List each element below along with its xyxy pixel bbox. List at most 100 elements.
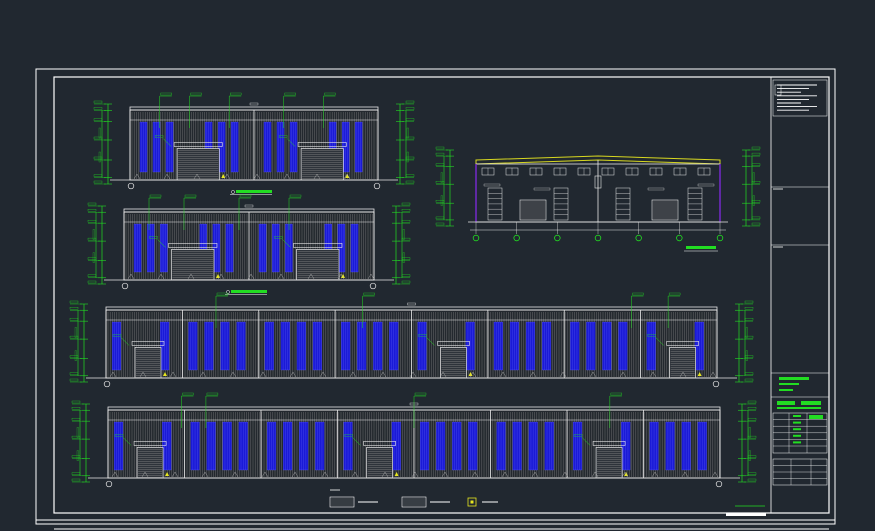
window-group: [419, 421, 478, 471]
window-group: [133, 223, 234, 273]
dimension-value-mark: [69, 307, 79, 310]
dimension-value-mark: [744, 335, 754, 339]
elevation-title-bar: [231, 290, 267, 293]
dimension-chain-a-left: [93, 100, 112, 185]
tb-stamp-block: [777, 401, 795, 405]
dimension-value-mark: [747, 400, 757, 404]
dimension-value-mark: [87, 209, 97, 212]
dimension-value-mark: [71, 417, 81, 421]
dimension-value-mark: [744, 378, 754, 382]
door-label-mark: [114, 434, 124, 437]
axis-bubble: [635, 234, 642, 242]
window-group: [649, 421, 707, 471]
annotation-mark: [160, 92, 172, 96]
section-label-mark: [483, 183, 501, 187]
door-canopy: [293, 243, 343, 248]
dimension-value-mark: [87, 257, 97, 260]
door-canopy: [297, 142, 347, 147]
annotation-mark: [216, 292, 229, 296]
axis-bubble: [676, 234, 683, 242]
dimension-text-mark: [92, 229, 95, 240]
window-group: [266, 421, 325, 471]
marker-icon: [394, 472, 399, 476]
dimension-value-mark: [69, 335, 79, 339]
annotation-mark: [610, 392, 623, 396]
dimension-value-mark: [93, 180, 103, 184]
base-zigzag: [127, 273, 135, 280]
annotation-mark: [284, 92, 296, 96]
section-label-mark: [533, 187, 551, 191]
base-zigzag: [171, 471, 179, 478]
center-bracket: [594, 175, 602, 189]
dimension-text-mark: [745, 350, 748, 361]
signature-grid: [772, 412, 828, 454]
dimension-value-mark: [401, 280, 411, 284]
axis-bubble-left: [121, 282, 129, 290]
dimension-value-mark: [751, 222, 761, 226]
dimension-value-mark: [71, 400, 81, 404]
dimension-text-mark: [406, 151, 409, 163]
dimension-value-mark: [405, 118, 415, 121]
door-leader: [352, 437, 361, 446]
roller-door: [149, 236, 220, 281]
base-detail: [109, 371, 717, 378]
dimension-value-mark: [69, 372, 79, 375]
door-label-mark: [573, 434, 583, 437]
annotation-mark: [324, 92, 336, 96]
base-zigzag: [529, 371, 537, 378]
dimension-value-mark: [71, 478, 81, 482]
marker-icon: [341, 274, 345, 278]
dimension-value-mark: [93, 118, 103, 121]
dimension-value-mark: [93, 174, 103, 177]
door-leader: [286, 138, 296, 147]
axis-bubble: [594, 234, 602, 242]
base-zigzag: [591, 471, 599, 478]
signature-mark: [809, 415, 823, 419]
base-zigzag: [141, 471, 149, 478]
base-zigzag: [439, 371, 447, 378]
dimension-value-mark: [93, 100, 103, 104]
dimension-chain-b-right: [392, 202, 411, 285]
dimension-value-mark: [747, 478, 757, 482]
section-label-mark: [647, 187, 665, 191]
dimension-text-mark: [745, 327, 748, 338]
base-zigzag: [343, 173, 351, 180]
dimension-value-mark: [401, 209, 411, 212]
door-frame: [134, 347, 162, 379]
legend: [329, 489, 766, 516]
ridge-mark: [407, 302, 416, 306]
door-frame: [300, 148, 344, 181]
door-leader: [655, 337, 664, 346]
elevation-title-bubble: [231, 190, 235, 194]
base-zigzag: [709, 371, 717, 378]
ridge-mark: [409, 402, 419, 406]
section-view: [435, 146, 761, 252]
base-zigzag: [289, 371, 297, 378]
signature-mark: [793, 434, 801, 437]
base-zigzag: [187, 273, 195, 280]
dimension-value-mark: [69, 317, 79, 321]
dimension-chain-c-left: [69, 300, 88, 383]
dimension-value-mark: [87, 202, 97, 206]
tb-stamp-bar: [779, 377, 809, 380]
dimension-value-mark: [69, 300, 79, 304]
base-zigzag: [231, 471, 239, 478]
annotation-mark: [289, 194, 302, 198]
base-zigzag: [469, 371, 477, 378]
marker-icon: [221, 174, 226, 178]
marker-icon: [345, 174, 350, 178]
base-zigzag: [367, 273, 375, 280]
dimension-value-mark: [747, 435, 757, 439]
annotation-mark: [414, 392, 427, 396]
dimension-value-mark: [744, 355, 754, 358]
dimension-value-mark: [747, 455, 757, 458]
door-label-mark: [647, 334, 656, 337]
dimension-value-mark: [744, 317, 754, 321]
dimension-value-mark: [751, 146, 761, 150]
dimension-value-mark: [87, 274, 97, 277]
window-group: [113, 421, 172, 471]
annotation-mark: [182, 392, 194, 396]
title-logo: [774, 84, 782, 96]
base-zigzag: [337, 273, 345, 280]
